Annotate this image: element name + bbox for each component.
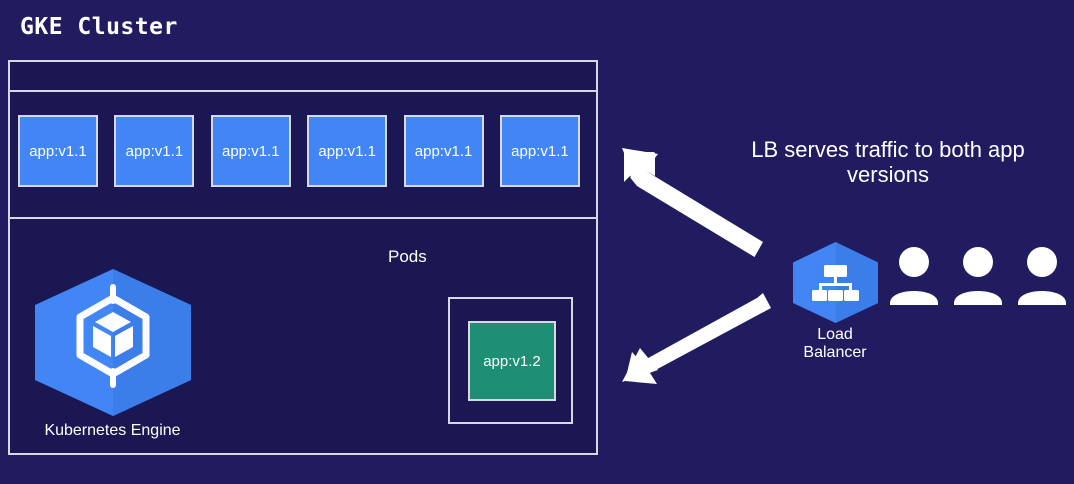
pod-app-v1-1[interactable]: app:v1.1: [210, 115, 291, 187]
user-icon: [954, 247, 1002, 305]
lb-caption: LB serves traffic to both app versions: [712, 137, 1064, 187]
lb-caption-line1: LB serves traffic to both app: [751, 137, 1025, 162]
pod-app-v1-1[interactable]: app:v1.1: [114, 115, 195, 187]
users-group: [888, 245, 1068, 315]
new-pod-container: app:v1.2: [448, 297, 573, 424]
pod-row-v1-1: app:v1.1 app:v1.1 app:v1.1 app:v1.1 app:…: [18, 115, 580, 187]
kubernetes-engine-hexagon-icon: [34, 269, 191, 416]
load-balancer-hexagon-icon: [792, 242, 878, 323]
cluster-divider-top: [10, 90, 596, 92]
arrow-lb-to-v1-2-pod: [622, 293, 771, 384]
pod-app-v1-1[interactable]: app:v1.1: [307, 115, 388, 187]
user-icon: [1018, 247, 1066, 305]
load-balancer-label: Load Balancer: [785, 326, 885, 363]
load-balancer-label-line1: Load: [817, 326, 853, 343]
pod-app-v1-2[interactable]: app:v1.2: [468, 321, 556, 401]
load-balancer-group: Load Balancer: [785, 240, 885, 363]
user-icon: [890, 247, 938, 305]
pod-app-v1-1[interactable]: app:v1.1: [499, 115, 580, 187]
pod-app-v1-1[interactable]: app:v1.1: [18, 115, 98, 187]
page-title: GKE Cluster: [20, 14, 178, 40]
lb-caption-line2: versions: [847, 161, 929, 187]
kubernetes-engine-group: Kubernetes Engine: [25, 265, 200, 440]
cluster-divider-middle: [10, 217, 596, 219]
pods-label: Pods: [388, 247, 427, 266]
pod-app-v1-1[interactable]: app:v1.1: [403, 115, 484, 187]
load-balancer-label-line2: Balancer: [803, 344, 867, 362]
kubernetes-engine-label: Kubernetes Engine: [44, 422, 181, 439]
